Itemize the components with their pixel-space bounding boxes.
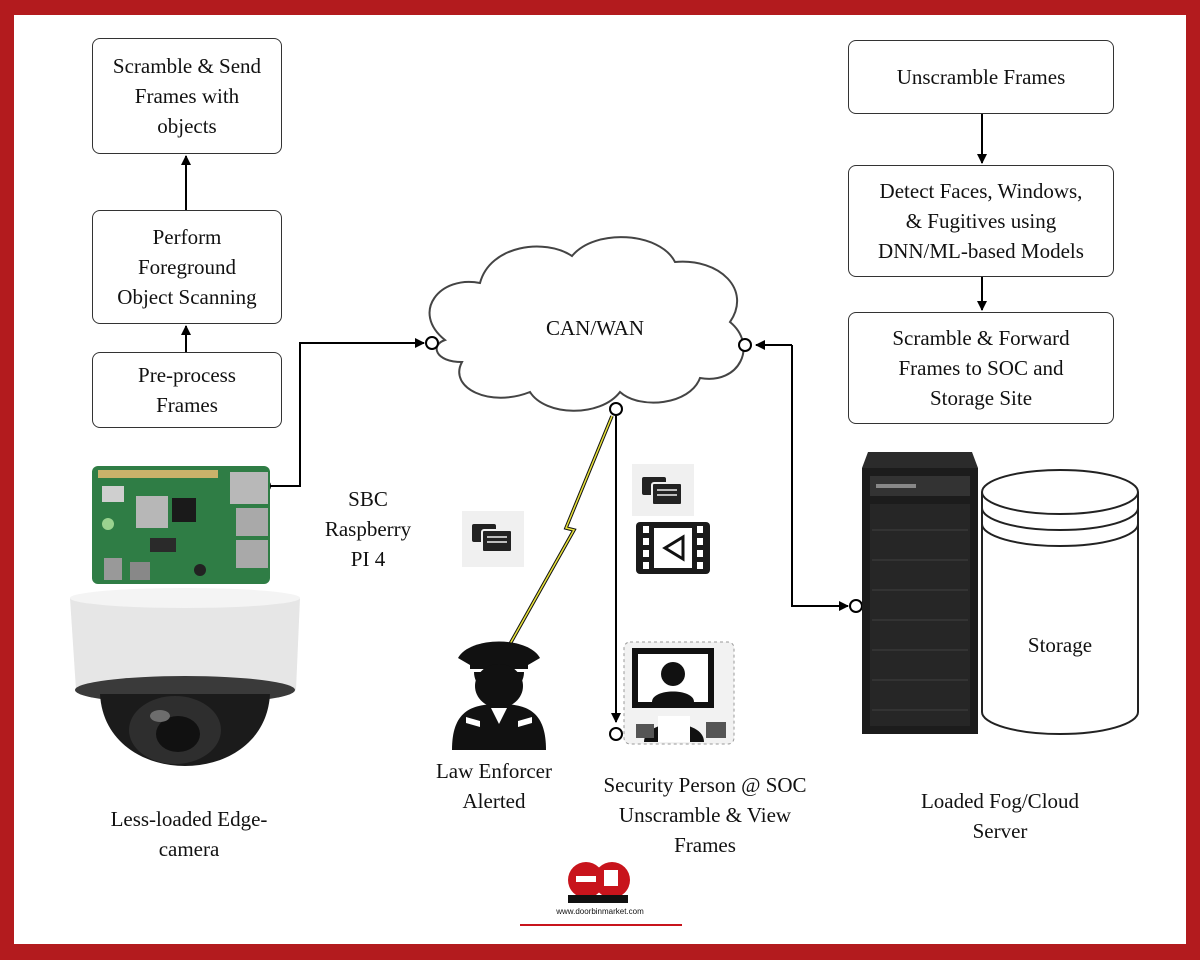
port-soc xyxy=(609,727,623,741)
foreground-scan-box: Perform Foreground Object Scanning xyxy=(92,210,282,324)
port-cloud-bottom xyxy=(609,402,623,416)
storage-label: Storage xyxy=(1027,633,1093,657)
watermark-url: www.doorbinmarket.com xyxy=(556,907,644,916)
wireless-link-lightning-fill xyxy=(509,415,613,645)
sbc-label: SBC Raspberry PI 4 xyxy=(324,487,412,571)
link-sbc-to-cloud xyxy=(266,338,425,487)
preprocess-box: Pre-process Frames xyxy=(92,352,282,428)
scramble-send-box: Scramble & Send Frames with objects xyxy=(92,38,282,154)
port-cloud-left xyxy=(425,336,439,350)
dome-camera xyxy=(70,588,300,766)
raspberry-pi-board xyxy=(92,466,270,584)
cloud-label: CAN/WAN xyxy=(546,316,644,340)
detect-box: Detect Faces, Windows, & Fugitives using… xyxy=(848,165,1114,277)
storage-cylinder xyxy=(981,469,1139,735)
server-tower xyxy=(862,452,978,734)
edge-camera-label: Less-loaded Edge- camera xyxy=(110,807,268,861)
security-person-icon xyxy=(623,641,735,745)
port-server xyxy=(849,599,863,613)
chat-icon xyxy=(462,511,524,567)
port-cloud-right xyxy=(738,338,752,352)
security-person-label: Security Person @ SOC Unscramble & View … xyxy=(603,773,807,857)
server-label: Loaded Fog/Cloud Server xyxy=(920,789,1080,843)
link-cloud-to-server xyxy=(791,345,849,611)
unscramble-box: Unscramble Frames xyxy=(848,40,1114,114)
police-officer-icon xyxy=(452,641,546,750)
watermark-logo xyxy=(520,862,682,926)
chat-icon-soc xyxy=(632,464,694,516)
video-icon xyxy=(636,522,710,574)
law-enforcer-label: Law Enforcer Alerted xyxy=(435,759,552,813)
forward-box: Scramble & Forward Frames to SOC and Sto… xyxy=(848,312,1114,424)
network-cloud xyxy=(428,236,745,412)
